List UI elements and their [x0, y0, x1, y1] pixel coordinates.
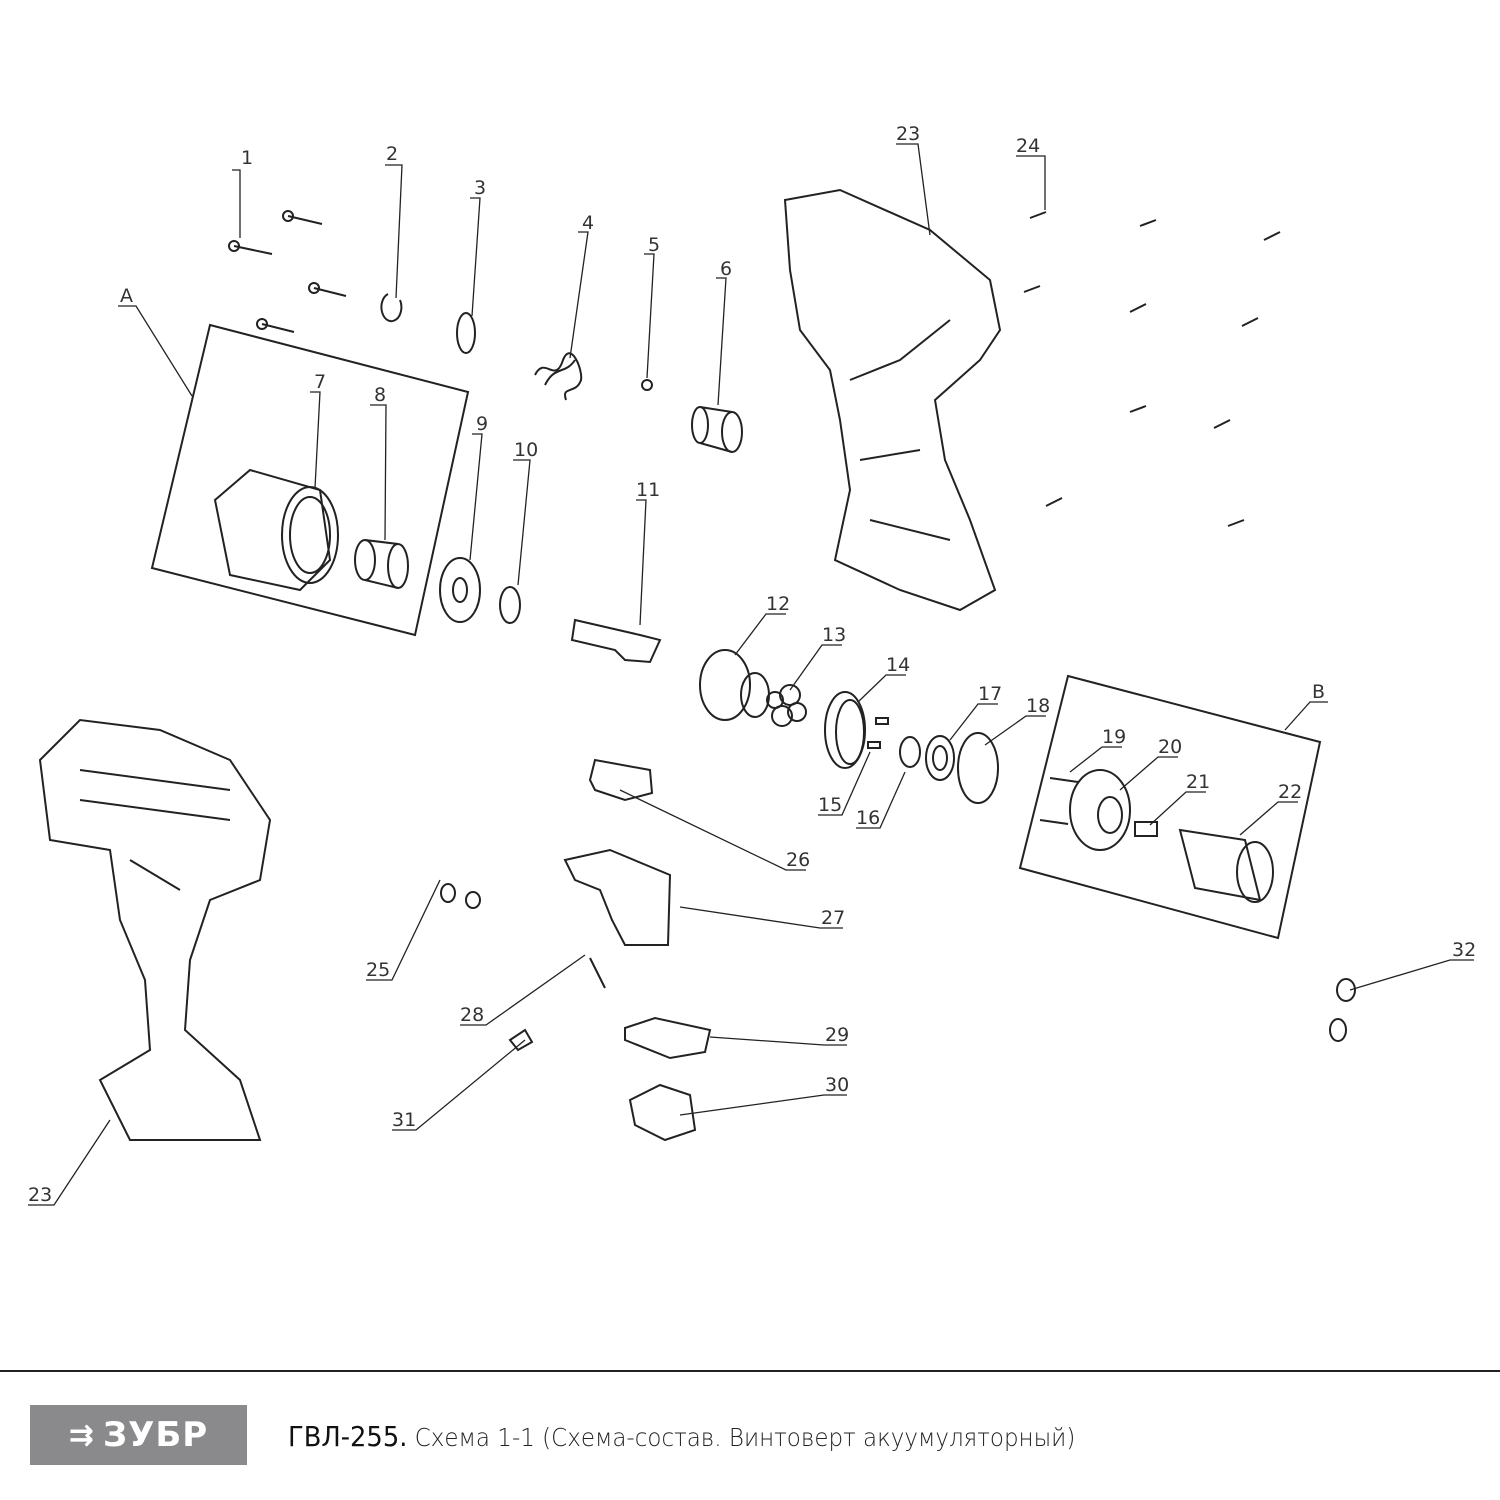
part-label: 15 [818, 794, 842, 816]
part-label: 3 [474, 177, 486, 199]
part-label: 10 [514, 439, 538, 461]
switch-cover-part-26 [588, 758, 654, 802]
part-label: 32 [1452, 939, 1476, 961]
clip-part-31 [508, 1028, 534, 1052]
screws-part-24 [1023, 211, 1281, 527]
spring-part-4 [534, 352, 583, 401]
part-label: 20 [1158, 736, 1182, 758]
assembly-b-frame [1018, 674, 1322, 940]
part-label: 22 [1278, 781, 1302, 803]
part-label: 14 [886, 654, 910, 676]
part-label: 23 [28, 1184, 52, 1206]
part-label: 13 [822, 624, 846, 646]
part-label: 24 [1016, 135, 1040, 157]
part-label: 6 [720, 258, 732, 280]
connector-part-30 [628, 1083, 697, 1142]
diagram-description: Схема 1-1 (Схема-состав. Винтоверт акуум… [414, 1423, 1076, 1452]
part-label: 29 [825, 1024, 849, 1046]
ring-part-10 [499, 586, 521, 624]
part-label: 17 [978, 683, 1002, 705]
bearing-part-17 [925, 735, 955, 781]
bearing-part-8 [354, 539, 409, 589]
part-label: 11 [636, 479, 660, 501]
chuck-housing-part-7 [213, 468, 339, 592]
part-label: 9 [476, 413, 488, 435]
pins-part-15 [867, 717, 889, 749]
assembly-label: A [120, 285, 133, 307]
washer-part-9 [439, 557, 481, 623]
seal-part-18 [957, 732, 999, 804]
caps-part-25 [440, 883, 481, 909]
planet-gears-part-13 [771, 684, 807, 727]
assembly-a-frame [150, 323, 470, 637]
springs-part-32 [1329, 978, 1356, 1042]
part-label: 28 [460, 1004, 484, 1026]
housing-half-part-23-top [783, 188, 1002, 612]
exploded-parts-diagram: 1 2 3 4 5 6 A 7 8 9 10 11 12 13 14 15 16… [28, 123, 1476, 1206]
ball-part-5 [641, 379, 653, 391]
pinion-part-21 [1134, 821, 1158, 837]
retaining-ring-part-2 [380, 293, 403, 323]
sleeve-part-6 [691, 406, 743, 453]
part-label: 26 [786, 849, 810, 871]
washer-part-16 [899, 736, 921, 768]
part-label: 5 [648, 234, 660, 256]
ring-part-3 [456, 312, 476, 354]
switch-part-27 [563, 848, 672, 946]
gear-housing-part-12 [699, 649, 784, 721]
logo-text: ЗУБР [102, 1415, 209, 1455]
board-part-29 [624, 1016, 712, 1060]
part-label: 30 [825, 1074, 849, 1096]
part-label: 21 [1186, 771, 1210, 793]
motor-part-22 [1178, 828, 1274, 903]
part-label: 1 [241, 147, 253, 169]
part-label: 8 [374, 384, 386, 406]
part-label: 2 [386, 143, 398, 165]
part-label: 23 [896, 123, 920, 145]
part-label: 12 [766, 593, 790, 615]
part-label: 25 [366, 959, 390, 981]
logo-arrow-icon: ⇉ [68, 1417, 95, 1453]
pin-part-28 [589, 957, 606, 989]
screws-part-1 [228, 210, 347, 333]
diagram-title: ГВЛ-255. Схема 1-1 (Схема-состав. Винтов… [288, 1420, 1075, 1453]
part-label: 4 [582, 212, 594, 234]
part-label: 19 [1102, 726, 1126, 748]
leader-lines [28, 143, 1474, 1206]
brand-logo: ⇉ ЗУБР [30, 1405, 247, 1465]
footer-divider [0, 1370, 1500, 1372]
part-label: 27 [821, 907, 845, 929]
screws-part-19 [1039, 777, 1079, 825]
part-label: 31 [392, 1109, 416, 1131]
shaft-part-11 [570, 618, 662, 664]
ring-gear-part-14 [824, 691, 866, 769]
part-label: 7 [314, 371, 326, 393]
part-label: 18 [1026, 695, 1050, 717]
model-number: ГВЛ-255. [288, 1420, 408, 1453]
gearbox-plate-part-20 [1069, 769, 1131, 851]
housing-half-part-23-bottom [38, 718, 272, 1141]
part-label: 16 [856, 807, 880, 829]
assembly-label: B [1312, 681, 1325, 703]
